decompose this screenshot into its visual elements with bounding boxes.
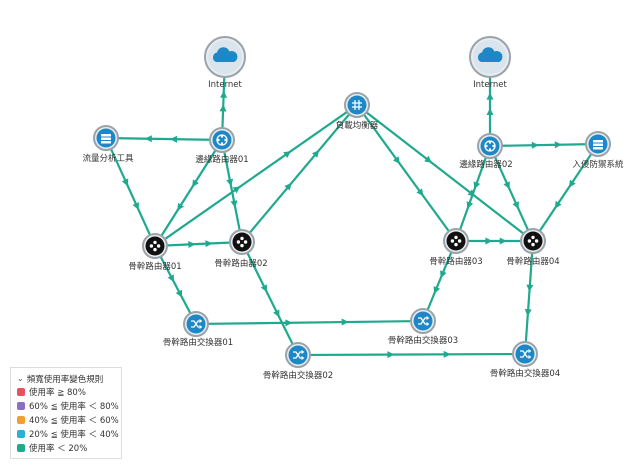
core-router-icon xyxy=(450,235,462,247)
core-router-icon xyxy=(236,236,248,248)
link-core3-core4[interactable] xyxy=(467,237,522,245)
legend-swatch xyxy=(17,388,25,396)
node-label: Internet xyxy=(473,80,507,90)
switch-icon xyxy=(191,319,203,329)
node-edge1[interactable] xyxy=(209,127,235,153)
nodes-layer: Internet Internet 流量分析工具 邊緣路由器01 負載均衡器邊緣路由器0… xyxy=(82,36,624,381)
router-icon xyxy=(484,140,496,152)
core-router-icon xyxy=(527,235,539,247)
node-ips[interactable] xyxy=(585,131,611,157)
server-icon xyxy=(593,140,603,150)
node-label: Internet xyxy=(208,80,242,90)
switch-icon xyxy=(293,350,305,360)
switch-icon xyxy=(418,316,430,326)
node-label: 邊緣路由器02 xyxy=(459,159,512,170)
link-edge2-core4[interactable] xyxy=(494,156,529,231)
link-lb-core4[interactable] xyxy=(366,111,524,235)
node-internet1[interactable] xyxy=(204,36,246,78)
node-label: 邊緣路由器01 xyxy=(195,154,248,165)
node-edge2[interactable] xyxy=(477,133,503,159)
load-balancer-icon xyxy=(352,100,362,110)
link-edge1-internet1[interactable] xyxy=(219,76,228,129)
node-label: 骨幹路由交換器02 xyxy=(263,370,333,381)
link-core1-core2[interactable] xyxy=(166,240,231,248)
node-label: 骨幹路由交換器01 xyxy=(163,337,233,348)
link-ips-core4[interactable] xyxy=(539,153,592,232)
link-flow-core1[interactable] xyxy=(110,148,151,236)
legend-title: 頻寬使用率變色規則 xyxy=(26,374,104,385)
link-edge1-core1[interactable] xyxy=(160,149,217,237)
node-label: 骨幹路由器03 xyxy=(429,256,482,267)
node-label: 骨幹路由交換器03 xyxy=(388,335,458,346)
links-layer xyxy=(110,76,592,359)
cloud-icon xyxy=(212,47,238,62)
legend-header[interactable]: ⌄ 頻寬使用率變色規則 xyxy=(17,372,115,385)
legend-swatch xyxy=(17,444,25,452)
legend-item-label: 使用率 ＜ 20% xyxy=(29,444,88,454)
link-core1-lb[interactable] xyxy=(164,111,348,240)
node-sw3[interactable] xyxy=(410,308,436,334)
node-flow[interactable] xyxy=(93,125,119,151)
node-sw2[interactable] xyxy=(285,342,311,368)
link-core3-sw3[interactable] xyxy=(426,251,453,311)
node-label: 骨幹路由器01 xyxy=(128,261,181,272)
node-label: 骨幹路由器04 xyxy=(506,256,559,267)
link-core2-lb[interactable] xyxy=(249,113,350,234)
server-icon xyxy=(101,134,111,144)
node-sw1[interactable] xyxy=(183,311,209,337)
link-sw1-sw3[interactable] xyxy=(207,318,412,327)
legend-item-label: 40% ≦ 使用率 ＜ 60% xyxy=(29,416,119,426)
node-internet2[interactable] xyxy=(469,36,511,78)
link-lb-core3[interactable] xyxy=(363,114,450,232)
chevron-down-icon[interactable]: ⌄ xyxy=(17,374,24,383)
link-edge2-ips[interactable] xyxy=(501,141,587,149)
legend-item-label: 60% ≦ 使用率 ＜ 80% xyxy=(29,402,119,412)
node-lb[interactable] xyxy=(344,92,370,118)
link-core4-sw4[interactable] xyxy=(524,252,534,343)
node-sw4[interactable] xyxy=(512,341,538,367)
legend-item: 60% ≦ 使用率 ＜ 80% xyxy=(17,399,119,413)
node-core1[interactable] xyxy=(142,233,168,259)
node-label: 流量分析工具 xyxy=(82,153,134,164)
node-label: 骨幹路由器02 xyxy=(214,258,267,269)
link-edge1-flow[interactable] xyxy=(117,135,211,143)
link-core2-sw2[interactable] xyxy=(246,252,294,345)
legend-swatch xyxy=(17,402,25,410)
legend-item-label: 20% ≦ 使用率 ＜ 40% xyxy=(29,430,119,440)
node-label: 負載均衡器 xyxy=(336,120,379,131)
node-label: 入侵防禦系統 xyxy=(572,159,624,170)
router-icon xyxy=(216,134,228,146)
legend-item-label: 使用率 ≧ 80% xyxy=(29,388,86,398)
node-label: 骨幹路由交換器04 xyxy=(490,368,560,379)
node-core2[interactable] xyxy=(229,229,255,255)
legend-item: 使用率 ＜ 20% xyxy=(17,441,115,455)
usage-legend: ⌄ 頻寬使用率變色規則 使用率 ≧ 80% 60% ≦ 使用率 ＜ 80% 40… xyxy=(10,367,122,459)
switch-icon xyxy=(520,349,532,359)
cloud-icon xyxy=(477,47,503,62)
legend-item: 使用率 ≧ 80% xyxy=(17,385,115,399)
legend-item: 40% ≦ 使用率 ＜ 60% xyxy=(17,413,119,427)
link-core1-sw1[interactable] xyxy=(159,256,192,314)
node-core4[interactable] xyxy=(520,228,546,254)
core-router-icon xyxy=(149,240,161,252)
link-sw2-sw4[interactable] xyxy=(309,350,514,359)
legend-swatch xyxy=(17,416,25,424)
legend-swatch xyxy=(17,430,25,438)
link-edge2-internet2[interactable] xyxy=(486,76,494,135)
node-core3[interactable] xyxy=(443,228,469,254)
legend-item: 20% ≦ 使用率 ＜ 40% xyxy=(17,427,119,441)
